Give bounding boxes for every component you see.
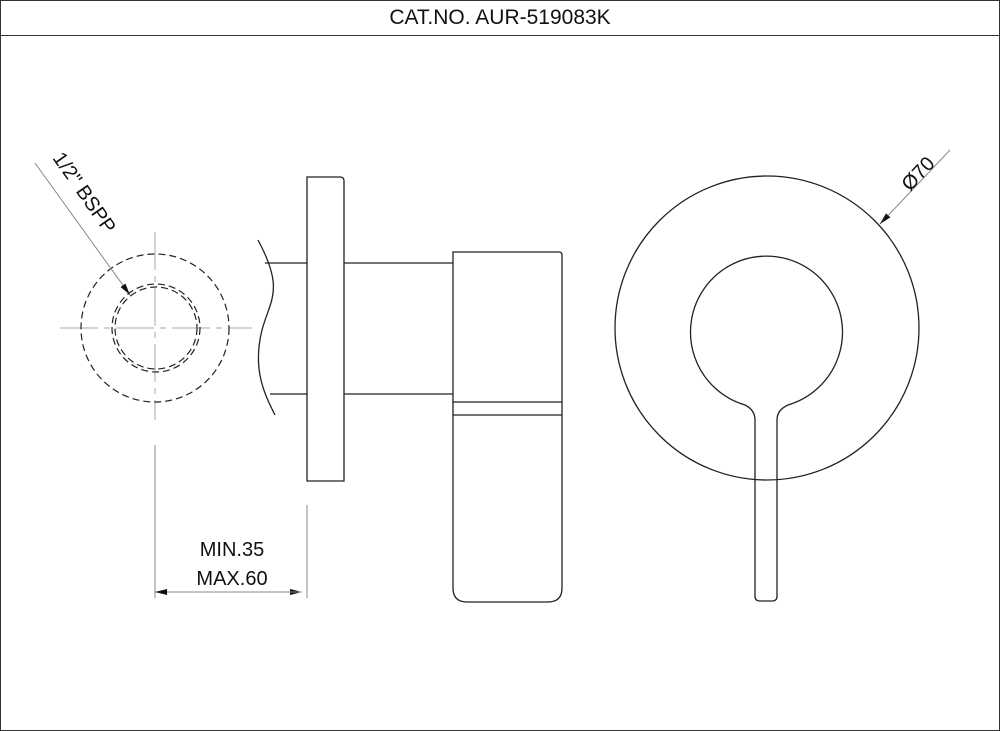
depth-dimension: MIN.35 MAX.60 xyxy=(154,445,308,598)
thread-label: 1/2" BSPP xyxy=(48,148,120,237)
title-block: CAT.NO. AUR-519083K xyxy=(0,0,1000,36)
thread-outer-circle xyxy=(111,283,201,373)
lever-handle xyxy=(689,255,844,602)
catalog-number: CAT.NO. AUR-519083K xyxy=(389,5,611,29)
wall-plate xyxy=(306,176,345,482)
thread-leader xyxy=(34,162,131,296)
mixer-side-view xyxy=(257,176,563,603)
diameter-leader xyxy=(879,149,951,225)
max-depth-label: MAX.60 xyxy=(196,568,267,590)
min-depth-label: MIN.35 xyxy=(200,539,264,561)
inlet-end-view: 1/2" BSPP xyxy=(34,148,252,420)
cover-plate-circle xyxy=(614,175,920,481)
handle-body xyxy=(452,251,563,603)
break-line xyxy=(257,239,276,416)
diameter-label: Ø70 xyxy=(898,153,940,196)
outer-hidden-circle xyxy=(80,253,230,403)
thread-inner-circle xyxy=(114,286,198,370)
mixer-front-view: Ø70 xyxy=(614,149,951,602)
